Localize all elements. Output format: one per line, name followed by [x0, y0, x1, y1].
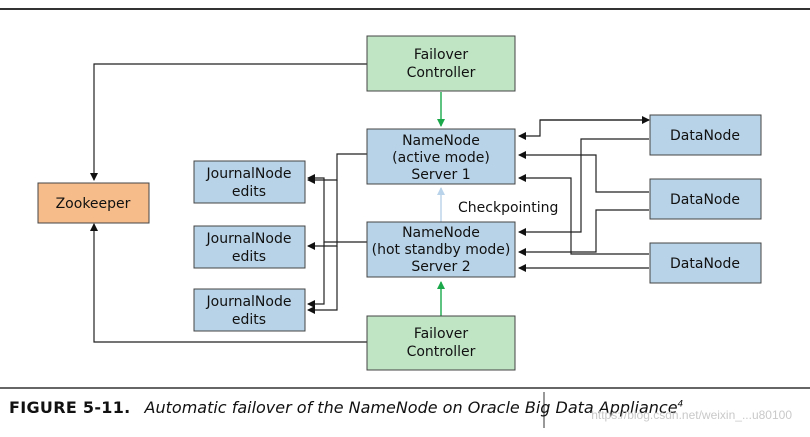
datanode-2-label: DataNode — [670, 192, 740, 208]
datanode-3-label: DataNode — [670, 256, 740, 272]
edge-active-to-journal-3 — [307, 246, 338, 314]
journalnode-1-line2: edits — [232, 184, 266, 200]
watermark: https://blog.csdn.net/weixin_...u80100 — [591, 408, 792, 422]
namenode-standby: NameNode (hot standby mode) Server 2 — [366, 221, 516, 278]
namenode-active-line1: NameNode — [402, 133, 480, 149]
namenode-standby-line1: NameNode — [402, 225, 480, 241]
journalnode-2-line2: edits — [232, 249, 266, 265]
datanode-1-label: DataNode — [670, 128, 740, 144]
journalnode-3-line2: edits — [232, 312, 266, 328]
edge-datanode3-to-active — [518, 174, 649, 255]
namenode-active: NameNode (active mode) Server 1 — [366, 128, 516, 185]
edge-standby-to-journal-3 — [307, 242, 325, 308]
edge-failover-top-to-zookeeper — [90, 63, 367, 181]
edge-active-to-journal-1 — [307, 153, 367, 184]
failover-controller-bottom: Failover Controller — [366, 315, 516, 371]
edge-active-to-journal-2 — [307, 180, 338, 250]
caption-text: Automatic failover of the NameNode on Or… — [145, 398, 684, 417]
journalnode-1-line1: JournalNode — [206, 166, 292, 182]
namenode-standby-line3: Server 2 — [411, 259, 470, 275]
failover-controller-top: Failover Controller — [366, 35, 516, 92]
failover-bottom-line2: Controller — [407, 344, 476, 360]
journalnode-2: JournalNode edits — [193, 225, 306, 269]
checkpointing-label: Checkpointing — [458, 200, 558, 216]
zookeeper-label: Zookeeper — [56, 196, 131, 212]
journalnode-2-line1: JournalNode — [206, 231, 292, 247]
namenode-standby-line2: (hot standby mode) — [372, 242, 511, 258]
failover-top-line2: Controller — [407, 65, 476, 81]
zookeeper: Zookeeper — [37, 182, 150, 224]
caption-superscript: 4 — [677, 399, 684, 410]
datanode-1: DataNode — [649, 114, 762, 156]
datanode-2: DataNode — [649, 178, 762, 220]
failover-bottom-line1: Failover — [414, 326, 469, 342]
caption-body: Automatic failover of the NameNode on Or… — [144, 398, 678, 417]
journalnode-3: JournalNode edits — [193, 288, 306, 332]
figure-caption: FIGURE 5-11. Automatic failover of the Na… — [9, 398, 683, 417]
edge-datanode1-to-active — [518, 119, 649, 140]
failover-top-line1: Failover — [414, 47, 469, 63]
journalnode-3-line1: JournalNode — [206, 294, 292, 310]
edge-failover-bottom-to-zookeeper — [90, 223, 367, 343]
edge-datanode2-to-active — [518, 151, 649, 193]
namenode-active-line2: (active mode) — [392, 150, 490, 166]
figure-number: FIGURE 5-11. — [9, 398, 131, 417]
edge-datanode1-to-standby — [518, 138, 649, 236]
namenode-active-line3: Server 1 — [411, 167, 470, 183]
datanode-3: DataNode — [649, 242, 762, 284]
edge-datanode2-to-standby — [518, 209, 649, 256]
edge-standby-to-journal-1 — [307, 174, 367, 243]
journalnode-1: JournalNode edits — [193, 160, 306, 204]
